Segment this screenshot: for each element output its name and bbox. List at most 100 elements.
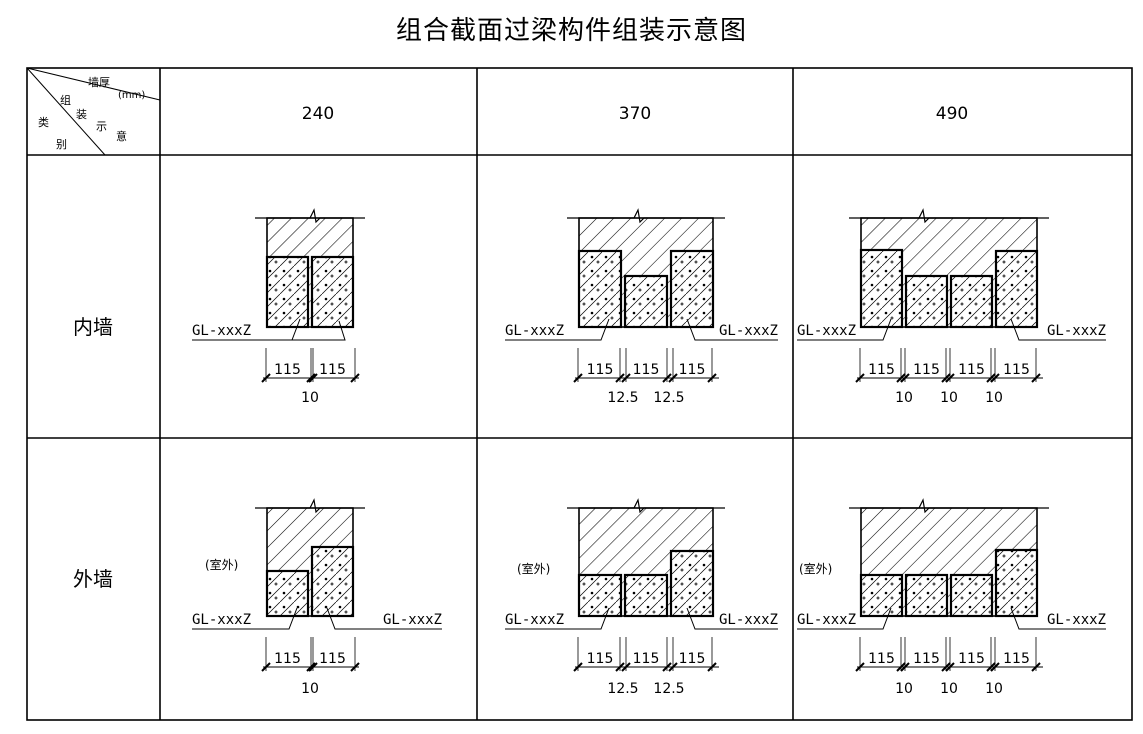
wall-thickness-label: 墙厚 [88,75,110,89]
dimension-tick [986,373,996,383]
dimension-tick [1031,662,1041,672]
beam-label-left: GL-xxxZ [797,323,856,339]
dimension-tick [308,662,318,672]
gap-dimension-value: 10 [985,390,1003,406]
lintel-beam [949,274,994,329]
dimension-tick [707,373,717,383]
header-corner-cell: 墙厚 (mm) 组 装 示 意 类 别 [26,67,161,156]
dimension-tick [573,662,583,672]
dimension-value: 115 [868,651,895,667]
row-label-exterior-wall: 外墙 [73,567,113,591]
dimension-value: 115 [319,362,346,378]
dimension-value: 115 [958,651,985,667]
dimension-tick [855,662,865,672]
lintel-beam [623,573,669,618]
category-char-1: 类 [38,115,49,129]
dimension-tick [990,662,1000,672]
lintel-beam [310,545,355,618]
column-header-490: 490 [936,104,968,124]
dimension-tick [573,373,583,383]
dimension-tick [990,373,1000,383]
column-header-370: 370 [619,104,651,124]
dimension-value: 115 [1003,362,1030,378]
dimension-tick [261,662,271,672]
assembly-char-4: 意 [116,129,127,143]
dimension-tick [900,373,910,383]
dimension-value: 115 [274,362,301,378]
dimension-value: 115 [633,651,660,667]
dimension-tick [261,373,271,383]
leader-line-right [326,607,442,630]
dimension-tick [615,373,625,383]
category-char-2: 别 [56,138,67,151]
dimension-tick [350,373,360,383]
gap-dimension-value: 10 [301,390,319,406]
lintel-beam [859,248,904,329]
lintel-beam [577,249,623,329]
outdoor-side-label: (室外) [205,557,238,572]
assembly-char-3: 示 [96,120,107,133]
lintel-beam [265,255,310,329]
table-grid [26,67,1133,721]
dimension-tick [308,373,318,383]
lintel-beam [994,249,1039,329]
outdoor-side-label: (室外) [517,561,550,576]
assembly-char-2: 装 [76,108,87,121]
dimension-tick [306,373,316,383]
lintel-beam [949,573,994,618]
lintel-beam [859,573,904,618]
dimension-tick [350,662,360,672]
dimension-tick [615,662,625,672]
dimension-tick [621,662,631,672]
dimension-value: 115 [868,362,895,378]
gap-dimension-value: 12.5 [607,681,638,697]
outdoor-side-label: (室外) [799,561,832,576]
dimension-tick [707,662,717,672]
beam-label-right: GL-xxxZ [383,612,442,628]
beam-label-right: GL-xxxZ [719,323,778,339]
lintel-beam [904,573,949,618]
lintel-beam [669,249,715,329]
leader-line-left [797,607,892,630]
dimension-value: 115 [679,651,706,667]
dimension-tick [945,662,955,672]
dimension-tick [855,373,865,383]
dimension-tick [621,373,631,383]
gap-dimension-value: 12.5 [607,390,638,406]
beam-label-right: GL-xxxZ [1047,323,1106,339]
lintel-beam [623,274,669,329]
diagram-title: 组合截面过梁构件组装示意图 [395,16,747,46]
leader-line-left [505,318,610,341]
dimension-value: 115 [633,362,660,378]
lintel-beam [265,569,310,618]
dimension-value: 115 [587,362,614,378]
leader-line-left [505,607,610,630]
gap-dimension-value: 10 [301,681,319,697]
dimension-value: 115 [319,651,346,667]
dimension-tick [941,373,951,383]
lintel-beam [669,549,715,618]
dimension-tick [945,373,955,383]
dimension-tick [896,662,906,672]
dimension-tick [986,662,996,672]
dimension-tick [941,662,951,672]
row-label-interior-wall: 内墙 [73,315,113,339]
leader-line-right [1010,318,1106,341]
dimension-tick [306,662,316,672]
gap-dimension-value: 10 [895,390,913,406]
beam-label-left: GL-xxxZ [505,323,564,339]
gap-dimension-value: 12.5 [653,681,684,697]
dimension-tick [662,662,672,672]
dimension-value: 115 [274,651,301,667]
beam-label: GL-xxxZ [192,323,251,339]
dimension-tick [896,373,906,383]
dimension-tick [900,662,910,672]
leader-line-right [1010,607,1106,630]
lintel-beam [577,573,623,618]
beam-label-left: GL-xxxZ [505,612,564,628]
gap-dimension-value: 12.5 [653,390,684,406]
dimension-value: 115 [913,362,940,378]
unit-label: (mm) [118,90,145,101]
beam-label-right: GL-xxxZ [1047,612,1106,628]
